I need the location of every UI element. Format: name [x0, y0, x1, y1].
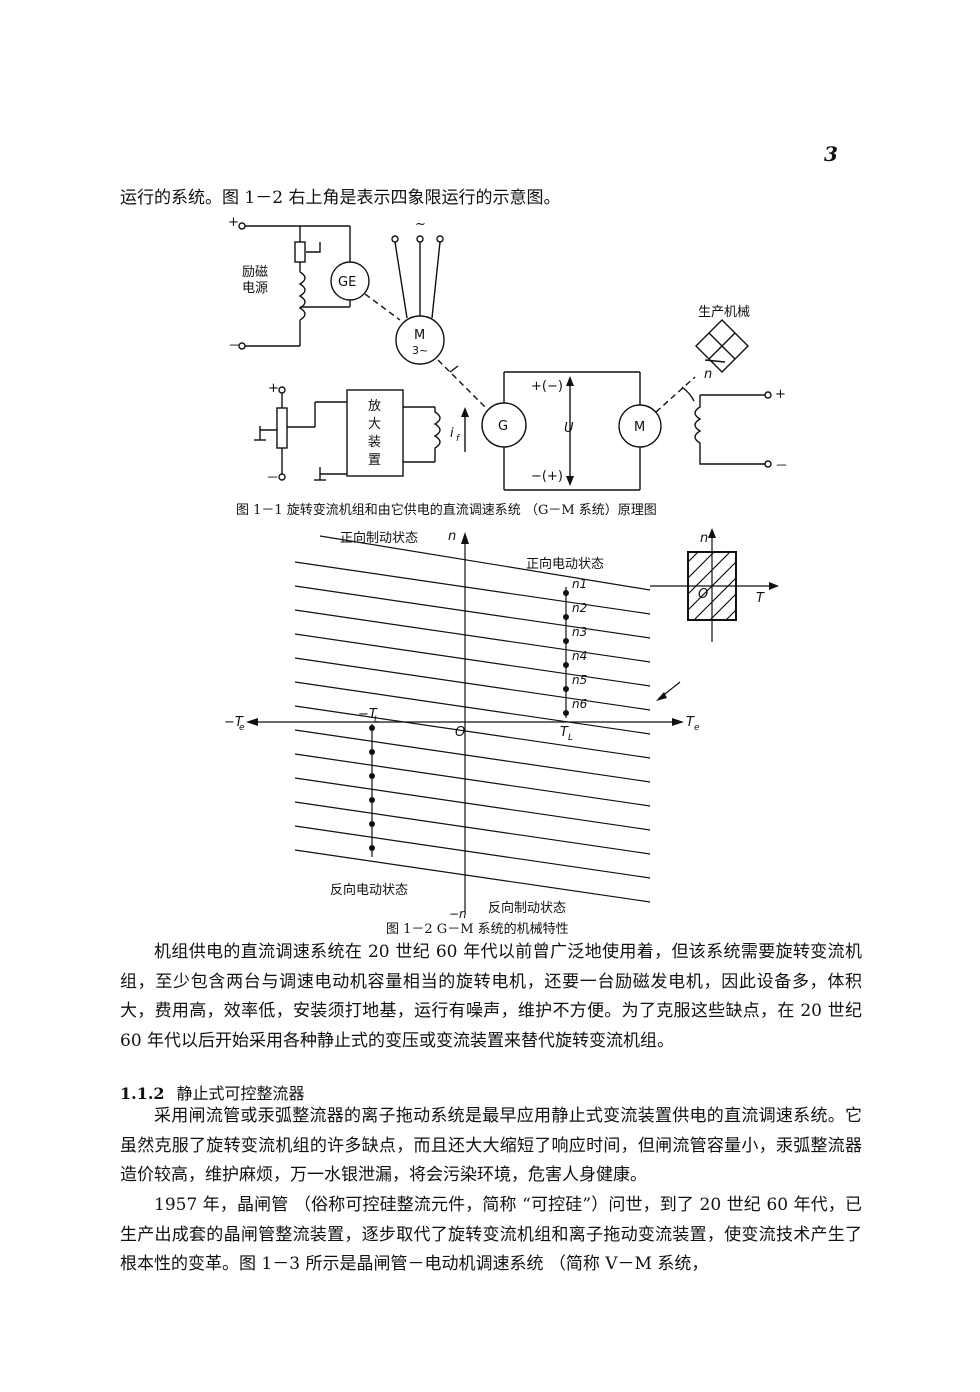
- reverse-motoring-label: 反向电动状态: [330, 882, 408, 898]
- tl-sub: L: [568, 733, 573, 743]
- excitation-label-1: 励磁: [242, 265, 268, 280]
- amplifier-label-4: 置: [368, 453, 381, 468]
- motor-ac-phase: 3~: [412, 344, 428, 357]
- figure-1-2-diagram: 正向制动状态 n 正向电动状态 n1 n2 n3 n4 n5 n6 n O T …: [224, 528, 779, 921]
- polarity-top: +(−): [531, 379, 563, 394]
- excitation-label-2: 电源: [242, 281, 268, 296]
- neg-tl-label: −T: [358, 707, 378, 722]
- plus-sign-1: +: [228, 215, 239, 230]
- n-axis-label: n: [448, 529, 456, 544]
- amplifier-label-1: 放: [368, 399, 381, 414]
- page-number: 3: [824, 142, 838, 166]
- speed-label-n2: n2: [572, 601, 587, 615]
- plus-sign-2: +: [268, 381, 279, 396]
- section-heading: 1.1.2 静止式可控整流器: [120, 1080, 305, 1104]
- speed-label: n: [704, 367, 712, 382]
- section-title: 静止式可控整流器: [176, 1084, 305, 1103]
- field-current-label: i: [450, 426, 454, 441]
- section-number: 1.1.2: [120, 1084, 165, 1103]
- generator-label: G: [498, 419, 508, 434]
- inset-origin-label: O: [698, 587, 708, 602]
- field-current-sub: f: [456, 434, 461, 444]
- origin-label: O: [455, 725, 465, 740]
- polarity-bottom: −(+): [531, 469, 563, 484]
- speed-label-n3: n3: [572, 625, 587, 639]
- speed-label-n5: n5: [572, 673, 587, 687]
- neg-te-axis-label: −T: [224, 715, 244, 730]
- paragraph-2: 采用闸流管或汞弧整流器的离子拖动系统是最早应用静止式变流装置供电的直流调速系统。…: [120, 1106, 862, 1185]
- minus-sign-3: －: [775, 459, 788, 474]
- neg-n-axis-label: −n: [449, 907, 467, 921]
- ge-label: GE: [338, 275, 356, 290]
- figure-1-2-caption: 图 1－2 G－M 系统的机械特性: [386, 922, 569, 937]
- intro-line: 运行的系统。图 1－2 右上角是表示四象限运行的示意图。: [120, 188, 561, 208]
- neg-te-axis-sub: e: [239, 723, 245, 733]
- speed-label-n1: n1: [572, 577, 587, 591]
- figure-1-1-caption: 图 1－1 旋转变流机组和由它供电的直流调速系统 （G－M 系统）原理图: [236, 503, 657, 518]
- speed-label-n4: n4: [572, 649, 587, 663]
- amplifier-label-2: 大: [368, 417, 381, 432]
- speed-label-n6: n6: [572, 697, 588, 711]
- tilde-label: ~: [415, 217, 426, 232]
- neg-tl-sub: L: [374, 715, 379, 725]
- inset-n-label: n: [700, 531, 708, 546]
- amplifier-label-3: 装: [368, 435, 381, 450]
- forward-motoring-label: 正向电动状态: [526, 556, 604, 572]
- paragraph-1: 机组供电的直流调速系统在 20 世纪 60 年代以前曾广泛地使用着，但该系统需要…: [120, 942, 862, 1051]
- forward-braking-label: 正向制动状态: [340, 530, 418, 546]
- te-axis-label: T: [686, 715, 695, 730]
- minus-sign-2: －: [266, 471, 279, 486]
- te-axis-sub: e: [694, 723, 700, 733]
- voltage-label: U: [564, 421, 574, 436]
- motor-ac-label: M: [414, 328, 425, 343]
- reverse-braking-label: 反向制动状态: [488, 900, 566, 916]
- production-machine-label: 生产机械: [698, 305, 750, 320]
- paragraph-3: 1957 年，晶闸管 （俗称可控硅整流元件，简称 “可控硅”）问世，到了 20 …: [120, 1195, 862, 1274]
- motor-dc-label: M: [634, 420, 645, 435]
- figure-1-1-diagram: + － 励磁 电源 GE ~ M 3~ 生产机械 n + － 放 大 装 置 i…: [228, 215, 788, 491]
- plus-sign-3: +: [775, 387, 786, 402]
- tl-label: T: [560, 725, 569, 740]
- minus-sign-1: －: [228, 339, 241, 354]
- inset-te-label: T: [756, 591, 765, 606]
